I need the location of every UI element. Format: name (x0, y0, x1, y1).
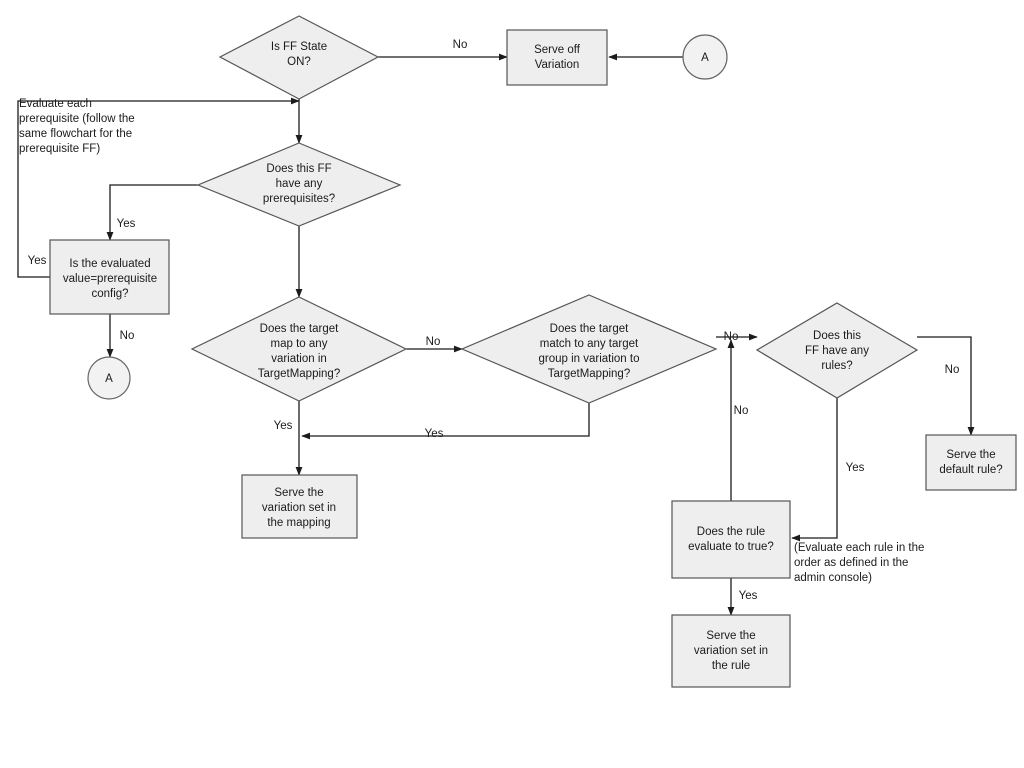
note-line-0: (Evaluate each rule in the (794, 542, 924, 554)
rect-shape (671, 500, 791, 579)
node-label-line-2: the mapping (267, 517, 330, 529)
edge-label-target-map-no: No (426, 336, 441, 348)
node-label-line-3: TargetMapping? (258, 368, 340, 380)
node-label-line-0: Serve the (274, 487, 323, 499)
diamond-shape (460, 294, 718, 404)
edge-target-group-yes (301, 403, 590, 440)
edge-label-target-group-no: No (724, 331, 739, 343)
diamond-shape (196, 142, 402, 227)
node-label-line-2: rules? (821, 360, 852, 372)
node-serve-off-variation[interactable]: Serve off Variation (506, 29, 608, 86)
node-label-line-2: prerequisites? (263, 193, 335, 205)
node-label-line-1: default rule? (939, 464, 1002, 476)
note-line-1: prerequisite (follow the (19, 113, 135, 125)
edge-prerequisites-yes (106, 184, 198, 241)
circle-shape (87, 356, 131, 400)
node-label-line-1: match to any target (540, 338, 639, 350)
node-label-line-0: Serve off (534, 44, 581, 56)
node-target-map-variation[interactable]: Does the target map to any variation in … (190, 296, 408, 402)
node-has-prerequisites[interactable]: Does this FF have any prerequisites? (196, 142, 402, 227)
edge-has-rules-yes (791, 398, 838, 542)
edge-label-rules-no: No (945, 364, 960, 376)
node-label-line-2: variation in (271, 353, 327, 365)
node-label-line-0: Does this (813, 330, 861, 342)
node-connector-a-top[interactable]: A (682, 34, 728, 80)
node-connector-a-bottom[interactable]: A (87, 356, 131, 400)
node-label-line-0: Does the rule (697, 526, 765, 538)
rect-shape (506, 29, 608, 86)
edge-label-prereq-loop-yes: Yes (28, 255, 47, 267)
edge-label-ff-state-no: No (453, 39, 468, 51)
edge-label-rule-true-yes: Yes (739, 590, 758, 602)
node-label-line-1: FF have any (805, 345, 869, 357)
rect-shape (241, 474, 358, 539)
rect-shape (925, 434, 1017, 491)
node-label-line-1: value=prerequisite (63, 273, 157, 285)
edge-label-prereq-yes: Yes (117, 218, 136, 230)
edge-label-target-group-yes: Yes (425, 428, 444, 440)
connector-label: A (105, 373, 113, 385)
note-line-1: order as defined in the (794, 557, 908, 569)
node-label-line-1: have any (276, 178, 323, 190)
note-prerequisite: Evaluate each prerequisite (follow the s… (19, 98, 135, 155)
node-label-line-0: Does this FF (266, 163, 331, 175)
diamond-shape (755, 302, 919, 399)
note-line-2: admin console) (794, 572, 872, 584)
node-label-line-0: Is FF State (271, 41, 327, 53)
note-rule-order: (Evaluate each rule in the order as defi… (794, 542, 924, 584)
edge-label-rules-yes: Yes (846, 462, 865, 474)
node-label-line-1: map to any (271, 338, 328, 350)
node-serve-variation-rule[interactable]: Serve the variation set in the rule (671, 614, 791, 688)
node-serve-variation-mapping[interactable]: Serve the variation set in the mapping (241, 474, 358, 539)
node-label-line-0: Serve the (946, 449, 995, 461)
edge-has-rules-no (917, 336, 975, 436)
node-label-line-2: the rule (712, 660, 750, 672)
node-label-line-2: group in variation to (538, 353, 639, 365)
node-label-line-1: ON? (287, 56, 311, 68)
node-has-rules[interactable]: Does this FF have any rules? (755, 302, 919, 399)
node-label-line-1: Variation (535, 59, 580, 71)
note-line-0: Evaluate each (19, 98, 92, 110)
node-label-line-0: Does the target (260, 323, 339, 335)
edge-label-target-map-yes: Yes (274, 420, 293, 432)
edge-evaluated-yes-loop (17, 97, 300, 278)
node-rule-evaluate-true[interactable]: Does the rule evaluate to true? (671, 500, 791, 579)
node-is-ff-state-on[interactable]: Is FF State ON? (218, 15, 380, 100)
node-serve-default-rule[interactable]: Serve the default rule? (925, 434, 1017, 491)
circle-shape (682, 34, 728, 80)
node-label-line-0: Serve the (706, 630, 755, 642)
edge-label-rule-false-no: No (734, 405, 749, 417)
connector-label: A (701, 52, 709, 64)
node-label-line-1: evaluate to true? (688, 541, 774, 553)
node-label-line-2: config? (91, 288, 128, 300)
node-evaluated-value-check[interactable]: Is the evaluated value=prerequisite conf… (49, 239, 170, 315)
node-target-match-group[interactable]: Does the target match to any target grou… (460, 294, 718, 404)
node-label-line-0: Does the target (550, 323, 629, 335)
rect-shape (671, 614, 791, 688)
diamond-shape (218, 15, 380, 100)
note-line-3: prerequisite FF) (19, 143, 100, 155)
edge-label-evaluated-no: No (120, 330, 135, 342)
rect-shape (49, 239, 170, 315)
note-line-2: same flowchart for the (19, 128, 132, 140)
node-label-line-3: TargetMapping? (548, 368, 630, 380)
node-label-line-1: variation set in (262, 502, 336, 514)
diamond-shape (190, 296, 408, 402)
node-label-line-1: variation set in (694, 645, 768, 657)
node-label-line-0: Is the evaluated (69, 258, 150, 270)
